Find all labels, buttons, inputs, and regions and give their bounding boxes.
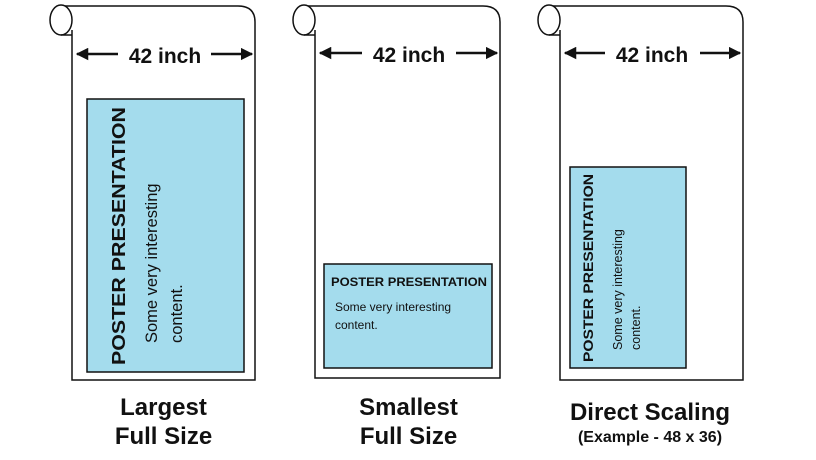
poster-sheet (323, 263, 493, 369)
poster: POSTER PRESENTATION Some very interestin… (86, 98, 245, 373)
caption-line2: Full Size (114, 422, 213, 450)
poster: POSTER PRESENTATION Some very interestin… (569, 166, 687, 369)
caption-direct-scaling: Direct Scaling (Example - 48 x 36) (530, 399, 770, 447)
caption-smallest: Smallest Full Size (317, 394, 500, 452)
panel-direct-scaling: 42 inch POSTER PRESENTATION Some very in… (537, 4, 744, 381)
poster-sheet (86, 98, 245, 373)
poster-body-line1: Some very interesting (143, 183, 161, 343)
width-dimension-arrow: 42 inch (563, 44, 742, 67)
poster-body-line2: content. (335, 318, 378, 332)
poster-title: POSTER PRESENTATION (108, 107, 129, 365)
width-label: 42 inch (129, 45, 201, 68)
poster-body-line1: Some very interesting (611, 229, 625, 350)
caption-line1: Direct Scaling (569, 399, 731, 426)
width-dimension-arrow: 42 inch (318, 44, 499, 67)
caption-line1: Largest (120, 394, 207, 421)
panel-largest: 42 inch POSTER PRESENTATION Some very in… (49, 4, 256, 381)
poster-title: POSTER PRESENTATION (581, 174, 596, 362)
width-dimension-arrow: 42 inch (75, 45, 254, 68)
caption-line2: Full Size (359, 422, 458, 450)
poster-body-line2: content. (629, 306, 643, 350)
poster-body-line1: Some very interesting (335, 300, 451, 314)
caption-line2: (Example - 48 x 36) (577, 428, 723, 446)
panel-smallest: 42 inch POSTER PRESENTATION Some very in… (292, 4, 501, 379)
poster-sheet (569, 166, 687, 369)
poster-title: POSTER PRESENTATION (331, 275, 487, 289)
width-label: 42 inch (616, 44, 688, 67)
caption-line1: Smallest (359, 394, 458, 421)
poster: POSTER PRESENTATION Some very interestin… (323, 263, 493, 369)
caption-largest: Largest Full Size (72, 394, 255, 452)
poster-body-line2: content. (168, 284, 186, 343)
width-label: 42 inch (373, 44, 445, 67)
